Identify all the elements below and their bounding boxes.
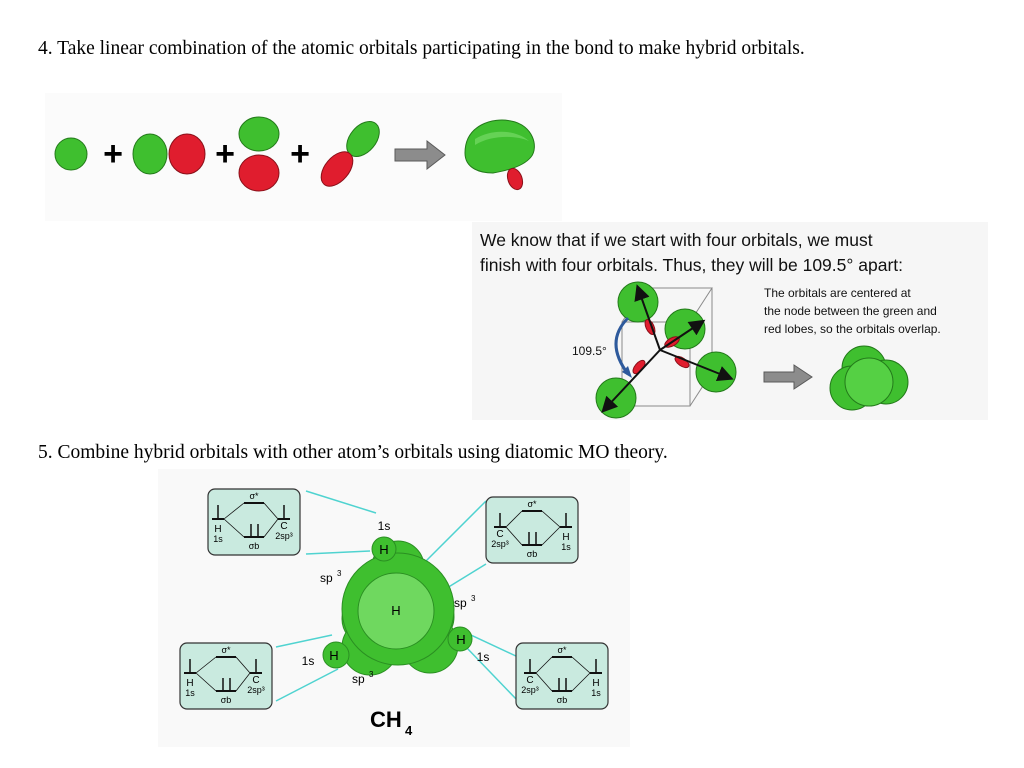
correlation-line (223, 518, 245, 538)
mo-box-frame (179, 642, 273, 710)
sigma-star-label: σ* (527, 499, 537, 509)
mo-c-orbital-label: 2sp³ (521, 685, 539, 695)
label-sp3-bottom: sp 3 (352, 670, 374, 686)
tetrahedral-geometry-illustration: 109.5° (572, 281, 909, 419)
orbital-combination-panel: + + + (45, 93, 562, 221)
correlation-line (505, 510, 523, 528)
ch4-formula: CH 4 (370, 707, 413, 738)
mo-c-label: C (526, 675, 533, 686)
plus-sign-3: + (290, 135, 310, 173)
svg-text:3: 3 (337, 569, 342, 578)
correlation-line (505, 526, 523, 546)
mo-h-label: H (214, 524, 221, 535)
mo-c-label: C (496, 529, 503, 540)
mo-c-orbital-label: 2sp³ (491, 539, 509, 549)
correlation-line (195, 672, 217, 692)
tetrahedral-note-line1: The orbitals are centered at (764, 286, 911, 300)
mo-box-frame (207, 488, 301, 556)
correlation-line (235, 672, 251, 692)
svg-text:3: 3 (369, 670, 374, 679)
mo-h-orbital-label: 1s (213, 534, 223, 544)
sigma-bonding-label: σb (557, 695, 568, 705)
step-4-title: 4. Take linear combination of the atomic… (38, 38, 805, 59)
sigma-star-label: σ* (557, 645, 567, 655)
label-1s-left: 1s (302, 654, 315, 668)
label-1s-top: 1s (378, 519, 391, 533)
sigma-bonding-label: σb (221, 695, 232, 705)
s-orbital (54, 137, 88, 171)
mo-h-label: H (592, 678, 599, 689)
svg-text:sp: sp (352, 672, 365, 686)
mo-h-orbital-label: 1s (561, 542, 571, 552)
correlation-line (541, 526, 561, 546)
ch4-bonding-illustration: H H H H 1s 1s 1s sp 3 sp 3 sp 3 CH 4 H1s… (179, 488, 609, 738)
svg-text:3: 3 (471, 594, 476, 603)
atom-label-h-center: H (391, 603, 400, 618)
correlation-line (571, 656, 591, 674)
atom-label-h-top: H (379, 542, 388, 557)
correlation-line (263, 518, 279, 538)
correlation-line (535, 672, 553, 692)
correlation-line (235, 656, 251, 674)
mo-h-label: H (562, 532, 569, 543)
orbital-combination-illustration: + + + (54, 116, 535, 192)
tetrahedral-heading-line1: We know that if we start with four orbit… (480, 230, 873, 250)
svg-text:CH: CH (370, 707, 402, 732)
label-sp3-upper-left: sp 3 (320, 569, 342, 585)
correlation-line (535, 656, 553, 674)
methane-molecule (322, 536, 473, 676)
correlation-line (263, 502, 279, 520)
tetrahedral-note-line2: the node between the green and (764, 304, 937, 318)
step-5-title: 5. Combine hybrid orbitals with other at… (38, 442, 668, 463)
sigma-star-label: σ* (221, 645, 231, 655)
mo-box-frame (515, 642, 609, 710)
mo-h-orbital-label: 1s (591, 688, 601, 698)
bond-axes (601, 284, 734, 413)
correlation-line (223, 502, 245, 520)
tetrahedral-heading-line2: finish with four orbitals. Thus, they wi… (480, 255, 903, 275)
tetrahedral-note-line3: red lobes, so the orbitals overlap. (764, 322, 941, 336)
label-sp3-right: sp 3 (454, 594, 476, 610)
plus-sign-1: + (103, 135, 123, 173)
mo-c-orbital-label: 2sp³ (275, 531, 293, 541)
mo-h-label: H (186, 678, 193, 689)
sigma-bonding-label: σb (249, 541, 260, 551)
correlation-line (571, 672, 591, 692)
sp3-hybrid-orbital (464, 119, 535, 191)
svg-text:sp: sp (320, 571, 333, 585)
py-orbital (238, 116, 280, 192)
atom-label-h-left: H (329, 648, 338, 663)
angle-arc (614, 316, 630, 375)
correlation-line (195, 656, 217, 674)
pz-orbital (320, 121, 380, 187)
sigma-bonding-label: σb (527, 549, 538, 559)
arrow-right-icon (394, 139, 446, 171)
mo-c-orbital-label: 2sp³ (247, 685, 265, 695)
arrow-right-icon (763, 364, 813, 390)
angle-arrow-icon (622, 366, 632, 378)
mo-c-label: C (280, 521, 287, 532)
plus-sign-2: + (215, 135, 235, 173)
angle-label: 109.5° (572, 344, 607, 358)
mo-box-frame (485, 496, 579, 564)
svg-text:4: 4 (405, 723, 413, 738)
tetrahedral-panel: We know that if we start with four orbit… (472, 222, 988, 420)
mo-c-label: C (252, 675, 259, 686)
svg-text:sp: sp (454, 596, 467, 610)
sigma-star-label: σ* (249, 491, 259, 501)
mo-h-orbital-label: 1s (185, 688, 195, 698)
overlapped-sp3-orbitals (829, 345, 909, 411)
correlation-line (541, 510, 561, 528)
label-1s-right: 1s (477, 650, 490, 664)
atom-label-h-right: H (456, 632, 465, 647)
px-orbital (132, 133, 206, 175)
